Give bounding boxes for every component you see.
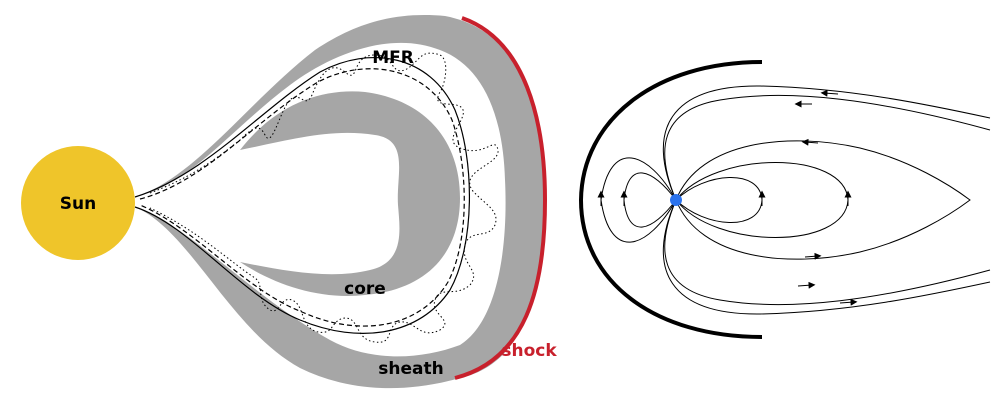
- bow-shock: [578, 60, 763, 339]
- tail-line-north-1: [664, 94, 991, 201]
- tail-line-south-2: [662, 199, 991, 315]
- dayside-loop-inner: [623, 172, 677, 228]
- tail-arrow-lower: [804, 252, 822, 260]
- tail-closed-loop: [675, 140, 971, 260]
- sun-label: Sun: [60, 194, 96, 214]
- planet: [670, 194, 682, 206]
- tail-arrow-south-2: [839, 298, 858, 306]
- mfr-helical-field-lines: [149, 52, 499, 343]
- cme-panel: Sun MFR core sheath shock: [21, 15, 557, 389]
- shock-front: [454, 16, 548, 380]
- tail-arrow-south-1: [797, 281, 816, 289]
- sun: [21, 146, 135, 260]
- sheath-label: sheath: [378, 359, 443, 379]
- tail-line-south-1: [664, 199, 991, 306]
- mfr-boundary-solid: [134, 56, 470, 334]
- shock-label: shock: [501, 341, 557, 361]
- mfr-label: MFR: [372, 48, 414, 68]
- magnetosphere-panel: [578, 60, 991, 339]
- core-label: core: [344, 279, 386, 299]
- tail-arrow-north-2: [820, 89, 839, 97]
- tail-line-north-2: [662, 85, 991, 201]
- core-region: [240, 91, 460, 296]
- nightside-loop-small: [675, 177, 763, 223]
- sheath-region: [135, 15, 547, 389]
- tail-arrow-upper: [801, 138, 819, 146]
- dayside-loop-outer: [600, 157, 677, 243]
